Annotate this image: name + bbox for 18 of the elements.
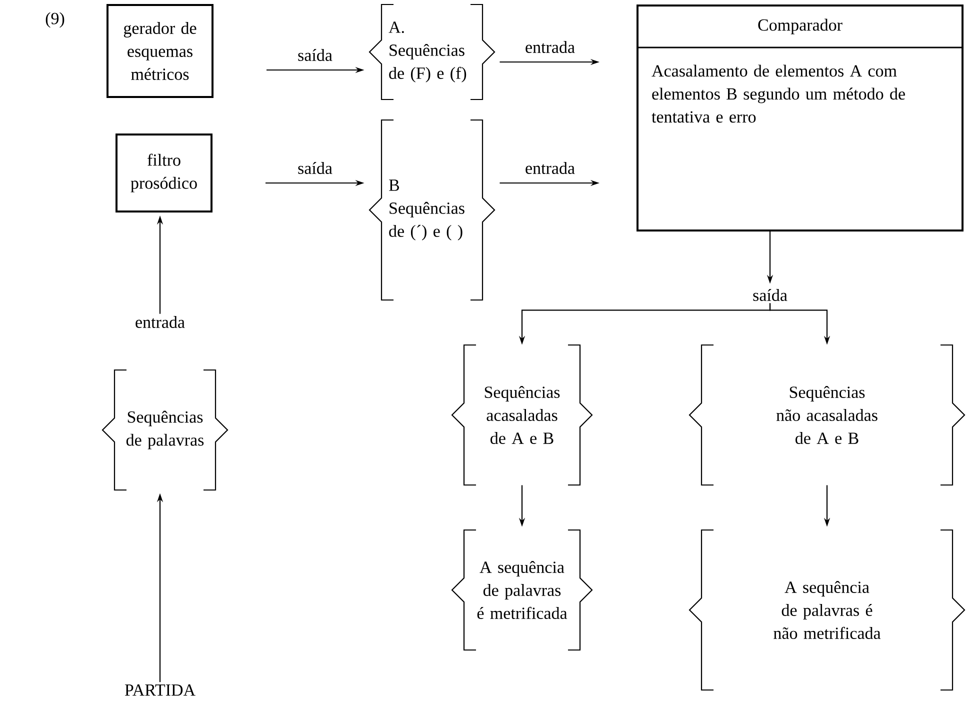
edge-label: saída (296, 161, 334, 175)
edge-label: entrada (524, 161, 576, 175)
comparator-box: Comparador Acasalamento de elementos A com elementos B segundo um método de tentativa e erro (636, 4, 964, 232)
bracketed-text: A sequência de palavras é não metrificada (688, 529, 966, 691)
bracketed-text: A. Sequências de (F) e (f) (368, 4, 496, 100)
bracketed-text: B Sequências de (´) e ( ) (368, 119, 496, 301)
edge-label: saída (296, 48, 334, 62)
process-box: filtro prosódico (116, 134, 212, 212)
bracketed-text: Sequências de palavras (102, 369, 228, 491)
figure-number: (9) (46, 12, 64, 28)
flow-text: saída (753, 289, 788, 301)
edge-label: entrada (524, 40, 576, 54)
flow-text: entrada (136, 316, 185, 328)
process-box: gerador de esquemas métricos (106, 4, 214, 98)
bracketed-text: Sequências acasaladas de A e B (451, 344, 593, 486)
flow-text: PARTIDA (124, 684, 196, 696)
bracketed-text: A sequência de palavras é metrificada (451, 529, 593, 651)
bracketed-text: Sequências não acasaladas de A e B (688, 344, 966, 486)
